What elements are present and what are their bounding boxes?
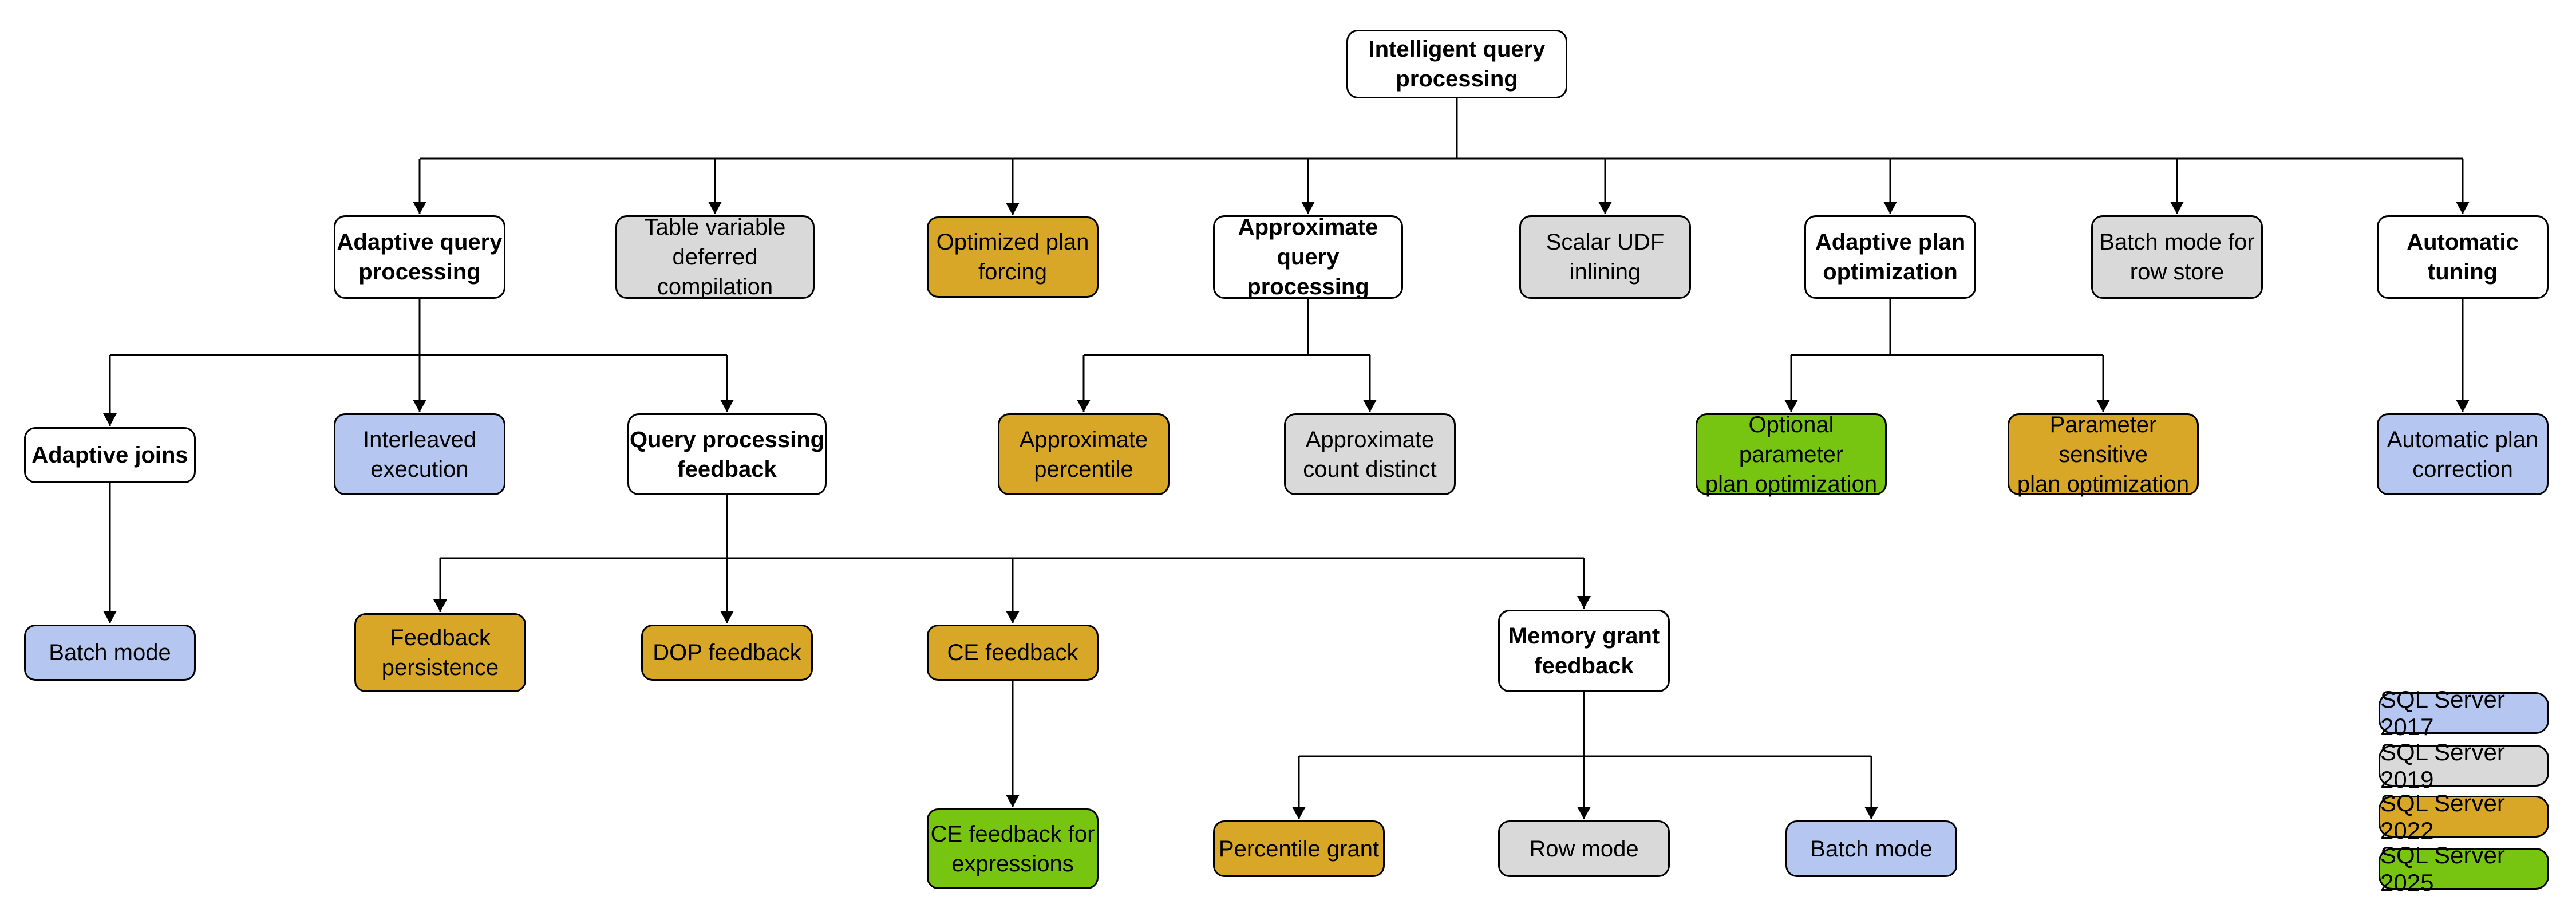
- edges-adaptive-query-processing: [103, 299, 734, 426]
- node-adaptive-plan-optimization: Adaptive plan optimization: [1804, 215, 1976, 299]
- node-label: Parameter sensitive plan optimization: [2017, 412, 2190, 497]
- node-table-variable-deferred-compilation: Table variable deferred compilation: [615, 215, 815, 299]
- legend-item-sql-server-2022: SQL Server 2022: [2379, 789, 2549, 844]
- node-percentile-grant: Percentile grant: [1213, 820, 1385, 877]
- node-ce-feedback-for-expressions: CE feedback for expressions: [927, 808, 1099, 889]
- node-query-processing-feedback: Query processing feedback: [627, 413, 827, 495]
- legend-item-sql-server-2025: SQL Server 2025: [2379, 842, 2549, 896]
- legend-label: SQL Server 2019: [2380, 738, 2505, 793]
- node-label: Approximate count distinct: [1303, 427, 1437, 482]
- node-label: Adaptive query processing: [337, 230, 503, 285]
- node-label: Approximate percentile: [1019, 427, 1148, 482]
- node-label: Percentile grant: [1218, 836, 1380, 862]
- node-automatic-tuning: Automatic tuning: [2377, 215, 2549, 299]
- node-memory-grant-feedback: Memory grant feedback: [1498, 610, 1670, 692]
- node-label: Table variable deferred compilation: [644, 215, 786, 299]
- node-batch-mode-memory-grant: Batch mode: [1785, 820, 1957, 877]
- node-label: CE feedback for expressions: [930, 821, 1095, 876]
- node-batch-mode-adaptive-joins: Batch mode: [24, 625, 196, 681]
- node-label: Interleaved execution: [363, 427, 476, 482]
- edges-approximate-query-processing: [1077, 299, 1377, 412]
- node-label: Scalar UDF inlining: [1546, 230, 1665, 285]
- node-label: Adaptive plan optimization: [1815, 230, 1966, 285]
- node-label: Optional parameter plan optimization: [1705, 412, 1878, 497]
- node-label: Batch mode for row store: [2099, 230, 2255, 285]
- node-label: Approximate query processing: [1238, 215, 1378, 299]
- node-scalar-udf-inlining: Scalar UDF inlining: [1519, 215, 1691, 299]
- node-label: Automatic plan correction: [2387, 427, 2539, 482]
- node-label: DOP feedback: [653, 640, 801, 665]
- node-adaptive-query-processing: Adaptive query processing: [334, 215, 505, 299]
- legend-item-sql-server-2019: SQL Server 2019: [2379, 739, 2549, 793]
- node-approximate-count-distinct: Approximate count distinct: [1284, 413, 1456, 495]
- node-label: Batch mode: [49, 640, 171, 665]
- node-label: Optimized plan forcing: [936, 230, 1089, 285]
- node-automatic-plan-correction: Automatic plan correction: [2377, 413, 2549, 495]
- node-approximate-percentile: Approximate percentile: [998, 413, 1170, 495]
- node-label: Feedback persistence: [381, 625, 499, 680]
- legend-label: SQL Server 2017: [2380, 685, 2505, 740]
- legend-item-sql-server-2017: SQL Server 2017: [2379, 686, 2549, 740]
- edges-root: [413, 98, 2470, 215]
- node-intelligent-query-processing: Intelligent query processing: [1346, 30, 1567, 98]
- node-label: CE feedback: [947, 640, 1078, 665]
- edges-adaptive-plan-optimization: [1784, 299, 2110, 412]
- edges-query-processing-feedback: [433, 495, 1591, 623]
- node-row-mode: Row mode: [1498, 820, 1670, 877]
- node-parameter-sensitive-plan-optimization: Parameter sensitive plan optimization: [2008, 412, 2199, 497]
- legend: SQL Server 2017 SQL Server 2019 SQL Serv…: [2379, 686, 2549, 896]
- node-adaptive-joins: Adaptive joins: [24, 427, 196, 483]
- node-label: Row mode: [1529, 836, 1639, 862]
- node-label: Adaptive joins: [31, 443, 188, 468]
- edges-memory-grant-feedback: [1292, 692, 1878, 819]
- node-label: Memory grant feedback: [1508, 623, 1660, 678]
- node-interleaved-execution: Interleaved execution: [334, 413, 505, 495]
- node-label: Batch mode: [1810, 836, 1933, 862]
- node-dop-feedback: DOP feedback: [641, 625, 813, 681]
- node-approximate-query-processing: Approximate query processing: [1213, 215, 1403, 299]
- node-label: Intelligent query processing: [1368, 37, 1546, 92]
- node-feedback-persistence: Feedback persistence: [354, 613, 526, 692]
- node-label: Automatic tuning: [2407, 230, 2519, 285]
- legend-label: SQL Server 2025: [2380, 841, 2505, 896]
- node-ce-feedback: CE feedback: [927, 625, 1099, 681]
- node-optional-parameter-plan-optimization: Optional parameter plan optimization: [1696, 412, 1887, 497]
- node-optimized-plan-forcing: Optimized plan forcing: [927, 216, 1099, 298]
- node-label: Query processing feedback: [629, 427, 825, 482]
- legend-label: SQL Server 2022: [2380, 789, 2505, 844]
- node-batch-mode-for-row-store: Batch mode for row store: [2091, 215, 2263, 299]
